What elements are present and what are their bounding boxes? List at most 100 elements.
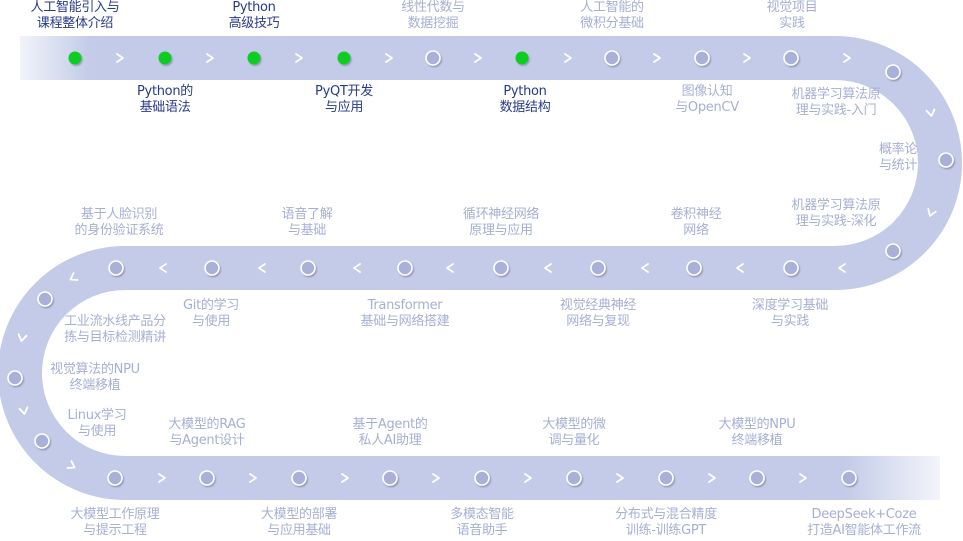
direction-arrow-icon — [341, 473, 349, 483]
milestone-node-pending[interactable] — [291, 470, 307, 486]
direction-arrow-icon — [18, 406, 29, 415]
milestone-node-pending[interactable] — [590, 260, 606, 276]
milestone-node-pending[interactable] — [604, 50, 620, 66]
milestone-label-line: 的身份验证系统 — [74, 223, 164, 238]
milestone-node-pending[interactable] — [425, 50, 441, 66]
milestone-label-line: 视觉经典神经 — [559, 298, 637, 313]
milestone-label-line: 网络与复现 — [566, 314, 630, 329]
direction-arrow-icon — [66, 460, 76, 469]
milestone-node-pending[interactable] — [34, 433, 50, 449]
milestone-label-line: 拣与目标检测精讲 — [64, 330, 166, 345]
milestone-label: Linux学习与使用 — [68, 408, 127, 440]
milestone-label: 线性代数与数据挖掘 — [401, 0, 465, 32]
milestone-label-line: 人工智能引入与 — [30, 0, 120, 15]
milestone-label-line: 循环神经网络 — [462, 207, 540, 222]
milestone-label-line: 分布式与混合精度 — [615, 507, 717, 522]
milestone-node-pending[interactable] — [300, 260, 316, 276]
milestone-node-pending[interactable] — [694, 50, 710, 66]
direction-arrow-icon — [206, 53, 214, 63]
milestone-label: 工业流水线产品分拣与目标检测精讲 — [64, 314, 166, 346]
milestone-label-line: 网络 — [683, 223, 709, 238]
milestone-node-completed[interactable] — [68, 51, 82, 65]
direction-arrow-icon — [432, 473, 440, 483]
milestone-label-line: Python — [503, 84, 547, 99]
milestone-node-completed[interactable] — [337, 51, 351, 65]
milestone-label-line: 图像认知 — [681, 84, 733, 99]
direction-arrow-icon — [249, 473, 257, 483]
milestone-label-line: 工业流水线产品分 — [64, 314, 166, 329]
milestone-label-line: 高级技巧 — [228, 16, 280, 31]
milestone-label: 大模型工作原理与提示工程 — [71, 507, 160, 539]
milestone-label-line: 大模型的RAG — [168, 417, 246, 432]
milestone-label-line: 语音了解 — [281, 207, 333, 222]
milestone-label-line: 线性代数与 — [401, 0, 465, 15]
milestone-label-line: DeepSeek+Coze — [811, 507, 917, 522]
milestone-label-line: 与提示工程 — [83, 523, 147, 538]
milestone-node-completed[interactable] — [247, 51, 261, 65]
milestone-label-line: 机器学习算法原 — [791, 198, 881, 213]
direction-arrow-icon — [116, 53, 124, 63]
milestone-label-line: 与统计 — [878, 158, 918, 173]
milestone-node-pending[interactable] — [658, 470, 674, 486]
milestone-label-line: 与应用 — [324, 100, 364, 115]
milestone-node-pending[interactable] — [199, 470, 215, 486]
milestone-label: 大模型的微调与量化 — [542, 417, 606, 449]
direction-arrow-icon — [564, 53, 572, 63]
direction-arrow-icon — [69, 272, 79, 281]
milestone-node-pending[interactable] — [686, 260, 702, 276]
milestone-node-completed[interactable] — [515, 51, 529, 65]
milestone-label: PyQT开发与应用 — [315, 84, 373, 116]
milestone-node-pending[interactable] — [7, 370, 23, 386]
milestone-label: 卷积神经网络 — [671, 207, 722, 239]
milestone-node-pending[interactable] — [885, 64, 901, 80]
direction-arrow-icon — [927, 207, 937, 217]
milestone-label-line: 课程整体介绍 — [36, 16, 114, 31]
direction-arrow-icon — [641, 263, 649, 273]
milestone-label-line: 训练-训练GPT — [625, 523, 707, 538]
milestone-node-pending[interactable] — [204, 260, 220, 276]
direction-arrow-icon — [17, 333, 28, 342]
milestone-label: 人工智能引入与课程整体介绍 — [31, 0, 120, 32]
milestone-label: 深度学习基础与实践 — [751, 298, 829, 330]
milestone-label-line: 深度学习基础 — [751, 298, 829, 313]
milestone-label-line: 人工智能的 — [580, 0, 644, 15]
milestone-label-line: 大模型的微 — [542, 417, 606, 432]
milestone-label-line: PyQT开发 — [315, 84, 373, 99]
milestone-node-pending[interactable] — [783, 260, 799, 276]
milestone-node-pending[interactable] — [382, 470, 398, 486]
milestone-node-pending[interactable] — [474, 470, 490, 486]
milestone-node-pending[interactable] — [783, 50, 799, 66]
milestone-label-line: 语音助手 — [456, 523, 508, 538]
milestone-node-pending[interactable] — [566, 470, 582, 486]
milestone-node-pending[interactable] — [397, 260, 413, 276]
milestone-label-line: 大模型工作原理 — [70, 507, 160, 522]
milestone-label-line: 基础与网络搭建 — [360, 314, 450, 329]
direction-arrow-icon — [736, 263, 744, 273]
milestone-label-line: 终端移植 — [731, 433, 783, 448]
milestone-label: 机器学习算法原理与实践-深化 — [792, 198, 881, 230]
milestone-label: 基于Agent的私人AI助理 — [352, 417, 427, 449]
milestone-node-pending[interactable] — [493, 260, 509, 276]
direction-arrow-icon — [653, 53, 661, 63]
milestone-node-pending[interactable] — [749, 470, 765, 486]
milestone-label: 分布式与混合精度训练-训练GPT — [615, 507, 717, 539]
milestone-node-pending[interactable] — [37, 291, 53, 307]
direction-arrow-icon — [708, 473, 716, 483]
milestone-node-pending[interactable] — [841, 470, 857, 486]
direction-arrow-icon — [474, 53, 482, 63]
milestone-label-line: 与使用 — [191, 314, 231, 329]
milestone-node-completed[interactable] — [158, 51, 172, 65]
milestone-node-pending[interactable] — [108, 260, 124, 276]
milestone-node-pending[interactable] — [885, 243, 901, 259]
milestone-node-pending[interactable] — [107, 470, 123, 486]
milestone-label-line: Linux学习 — [67, 408, 127, 423]
direction-arrow-icon — [524, 473, 532, 483]
milestone-node-pending[interactable] — [938, 152, 954, 168]
milestone-label-line: 理与实践-入门 — [795, 103, 877, 118]
track-fade-end — [845, 453, 963, 503]
milestone-label: 图像认知与OpenCV — [675, 84, 739, 116]
milestone-label-line: Python — [232, 0, 276, 15]
